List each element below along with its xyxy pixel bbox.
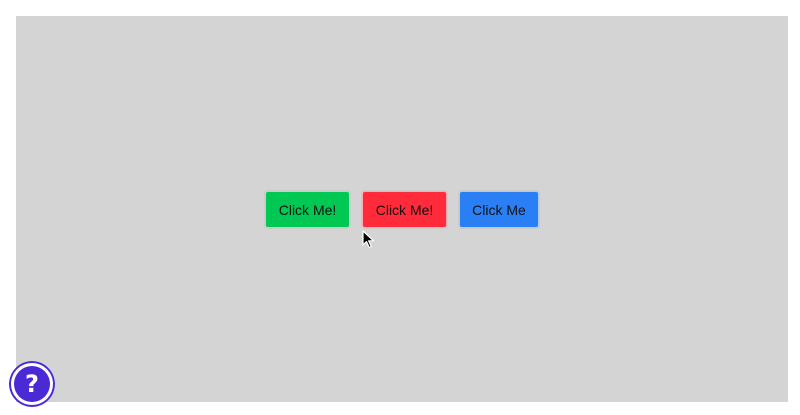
green-click-button[interactable]: Click Me! — [265, 191, 350, 228]
help-glyph: ? — [25, 370, 39, 398]
mouse-pointer-icon — [362, 230, 375, 249]
canvas-area: Click Me! Click Me! Click Me — [16, 16, 788, 402]
button-row: Click Me! Click Me! Click Me — [265, 191, 539, 228]
help-icon[interactable]: ? — [9, 361, 55, 407]
red-click-button[interactable]: Click Me! — [362, 191, 447, 228]
blue-click-button[interactable]: Click Me — [459, 191, 539, 228]
